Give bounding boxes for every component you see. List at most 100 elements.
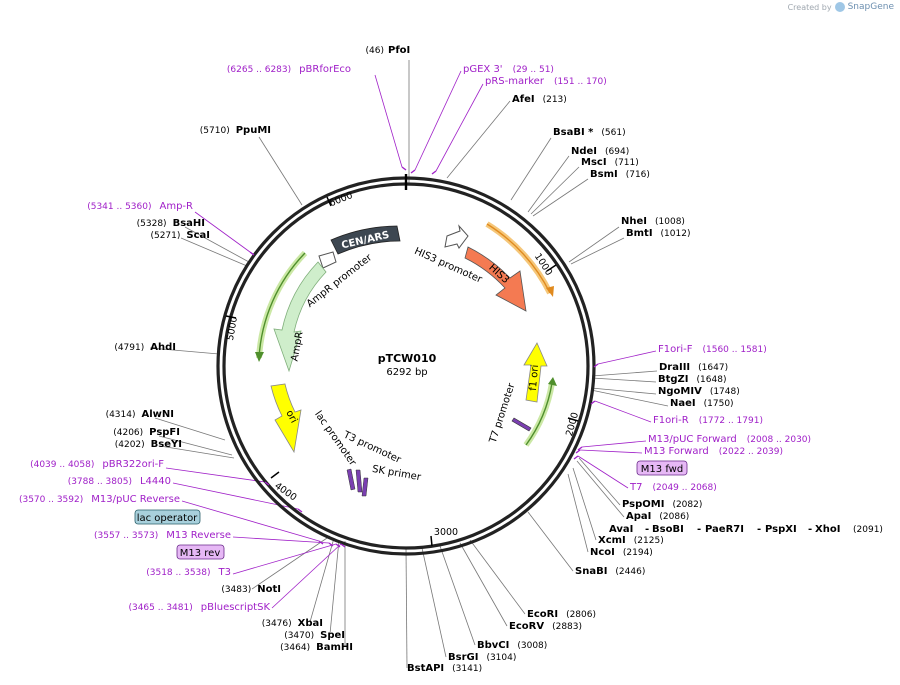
site-NcoI[interactable]: NcoI(2194) xyxy=(590,547,653,558)
primer-T3[interactable]: T3(3518 .. 3538) xyxy=(146,543,341,578)
primer-label-pBluescriptSK[interactable]: pBluescriptSK xyxy=(201,602,271,613)
site-NdeI[interactable]: NdeI(694) xyxy=(571,146,629,157)
site-ApaI[interactable]: ApaI(2086) xyxy=(626,511,689,522)
lac-cluster-feature-3[interactable] xyxy=(361,477,369,497)
site-label-SnaBI[interactable]: SnaBI xyxy=(575,566,607,577)
site-NotI[interactable]: NotI(3483) xyxy=(221,584,281,595)
primer-label-M13Forward[interactable]: M13 Forward xyxy=(644,446,709,457)
site-label-AlwNI[interactable]: AlwNI xyxy=(142,409,175,420)
primer-L4440[interactable]: L4440(3788 .. 3805) xyxy=(68,476,303,513)
site-label-XcmI[interactable]: XcmI xyxy=(598,535,626,546)
site-label-PfoI[interactable]: PfoI xyxy=(388,45,410,56)
site-label-NcoI[interactable]: NcoI xyxy=(590,547,615,558)
site-PfoI[interactable]: (46)PfoI xyxy=(366,45,411,56)
site-label-NaeI[interactable]: NaeI xyxy=(670,398,696,409)
site-label-AvaI[interactable]: AvaI xyxy=(609,524,633,535)
primer-label-T3[interactable]: T3 xyxy=(218,567,231,578)
site-NheI[interactable]: NheI(1008) xyxy=(621,216,685,227)
credit-badge[interactable]: Created by SnapGene xyxy=(788,2,894,12)
site-label-PpuMI[interactable]: PpuMI xyxy=(236,125,271,136)
site-label-BseYI[interactable]: BseYI xyxy=(151,439,182,450)
site-AhdI[interactable]: AhdI(4791) xyxy=(114,342,176,353)
site-BamHI[interactable]: BamHI(3464) xyxy=(280,642,353,653)
site-NgoMIV[interactable]: NgoMIV(1748) xyxy=(658,386,740,397)
site-label-BmtI[interactable]: BmtI xyxy=(626,228,653,239)
site-BmtI[interactable]: BmtI(1012) xyxy=(626,228,690,239)
site-BseYI[interactable]: BseYI(4202) xyxy=(115,439,182,450)
primer-pBRforEco[interactable]: pBRforEco(6265 .. 6283) xyxy=(227,64,407,171)
primer-label-M13pUCForward[interactable]: M13/pUC Forward xyxy=(648,434,737,445)
site-label-BsrGI[interactable]: BsrGI xyxy=(448,652,478,663)
site-label-NotI[interactable]: NotI xyxy=(257,584,281,595)
site-SnaBI[interactable]: SnaBI(2446) xyxy=(575,566,645,577)
primer-label-pBRforEco[interactable]: pBRforEco xyxy=(299,64,351,75)
site-label-AhdI[interactable]: AhdI xyxy=(150,342,176,353)
site-BbvCI[interactable]: BbvCI(3008) xyxy=(477,640,547,651)
site-BsmI[interactable]: BsmI(716) xyxy=(590,169,650,180)
primer-M13Reverse[interactable]: M13 Reverse(3557 .. 3573) xyxy=(94,530,334,547)
site-label-BsmI[interactable]: BsmI xyxy=(590,169,618,180)
site-BsaBI[interactable]: BsaBI *(561) xyxy=(553,127,626,138)
site-PspFI[interactable]: PspFI(4206) xyxy=(113,427,180,438)
site-label-EcoRV[interactable]: EcoRV xyxy=(509,621,544,632)
primer-pGEX3[interactable]: pGEX 3'(29 .. 51) xyxy=(410,64,554,174)
primer-label-pBR322oriF[interactable]: pBR322ori-F xyxy=(102,459,164,470)
site-label-PspFI[interactable]: PspFI xyxy=(149,427,180,438)
site-XcmI[interactable]: XcmI(2125) xyxy=(598,535,664,546)
site-label-EcoRI[interactable]: EcoRI xyxy=(527,609,558,620)
primer-pBluescriptSK[interactable]: pBluescriptSK(3465 .. 3481) xyxy=(128,543,346,613)
primer-pRSmarker[interactable]: pRS-marker(151 .. 170) xyxy=(431,76,607,175)
primer-pBR322oriF[interactable]: pBR322ori-F(4039 .. 4058) xyxy=(30,459,270,486)
site-XbaI[interactable]: XbaI(3476) xyxy=(262,618,323,629)
primer-label-pGEX3[interactable]: pGEX 3' xyxy=(463,64,503,75)
site-BstAPI[interactable]: BstAPI(3141) xyxy=(407,663,482,674)
primer-label-M13pUCReverse[interactable]: M13/pUC Reverse xyxy=(91,494,180,505)
site-SpeI[interactable]: SpeI(3470) xyxy=(284,630,345,641)
site-label-ApaI[interactable]: ApaI xyxy=(626,511,651,522)
site-label-BstAPI[interactable]: BstAPI xyxy=(407,663,444,674)
site-label-SpeI[interactable]: SpeI xyxy=(320,630,345,641)
site-DraIII[interactable]: DraIII(1647) xyxy=(659,362,728,373)
primer-T7[interactable]: T7(2049 .. 2068) xyxy=(573,455,717,493)
site-label-MscI[interactable]: MscI xyxy=(581,157,607,168)
primer-AmpR[interactable]: Amp-R(5341 .. 5360) xyxy=(87,201,255,256)
primer-F1oriF[interactable]: F1ori-F(1560 .. 1581) xyxy=(593,344,767,368)
site-label-AfeI[interactable]: AfeI xyxy=(512,94,535,105)
site-label-ScaI[interactable]: ScaI xyxy=(186,230,210,241)
site-EcoRI[interactable]: EcoRI(2806) xyxy=(527,609,596,620)
primer-label-L4440[interactable]: L4440 xyxy=(140,476,171,487)
his3-promoter-arrow[interactable] xyxy=(444,224,469,249)
site-MscI[interactable]: MscI(711) xyxy=(581,157,639,168)
site-AlwNI[interactable]: AlwNI(4314) xyxy=(106,409,174,420)
site-label-XhoI[interactable]: XhoI xyxy=(815,524,840,535)
site-EcoRV[interactable]: EcoRV(2883) xyxy=(509,621,582,632)
lac-cluster-feature-2[interactable] xyxy=(355,469,363,493)
ampr-promoter-arrow[interactable] xyxy=(318,251,337,269)
site-NaeI[interactable]: NaeI(1750) xyxy=(670,398,734,409)
site-BtgZI[interactable]: BtgZI(1648) xyxy=(658,374,726,385)
site-PspOMI[interactable]: PspOMI(2082) xyxy=(622,499,702,510)
primer-label-F1oriF[interactable]: F1ori-F xyxy=(658,344,693,355)
his3-gene-arrow[interactable] xyxy=(464,246,527,312)
site-PpuMI[interactable]: PpuMI(5710) xyxy=(200,125,271,136)
ampr-gene-arrow[interactable] xyxy=(273,261,327,373)
site-ScaI[interactable]: ScaI(5271) xyxy=(150,230,210,241)
site-label-BsoBI[interactable]: BsoBI xyxy=(652,524,684,535)
primer-F1oriR[interactable]: F1ori-R(1772 .. 1791) xyxy=(590,400,763,426)
site-label-BbvCI[interactable]: BbvCI xyxy=(477,640,509,651)
site-label-NheI[interactable]: NheI xyxy=(621,216,647,227)
m13-rev-box[interactable] xyxy=(176,544,225,560)
site-label-NgoMIV[interactable]: NgoMIV xyxy=(658,386,702,397)
m13-fwd-box[interactable] xyxy=(636,460,688,476)
site-label-XbaI[interactable]: XbaI xyxy=(298,618,323,629)
lac-operator-box[interactable] xyxy=(134,509,201,525)
site-BsrGI[interactable]: BsrGI(3104) xyxy=(448,652,516,663)
site-label-BsaBI[interactable]: BsaBI * xyxy=(553,127,594,138)
site-label-PspOMI[interactable]: PspOMI xyxy=(622,499,664,510)
ori-feature[interactable] xyxy=(270,383,302,454)
site-label-PaeR7I[interactable]: PaeR7I xyxy=(705,524,744,535)
primer-label-F1oriR[interactable]: F1ori-R xyxy=(653,415,689,426)
site-BsaHI[interactable]: BsaHI(5328) xyxy=(137,218,205,229)
site-label-BsaHI[interactable]: BsaHI xyxy=(173,218,205,229)
cen-ars-feature[interactable] xyxy=(330,225,401,255)
